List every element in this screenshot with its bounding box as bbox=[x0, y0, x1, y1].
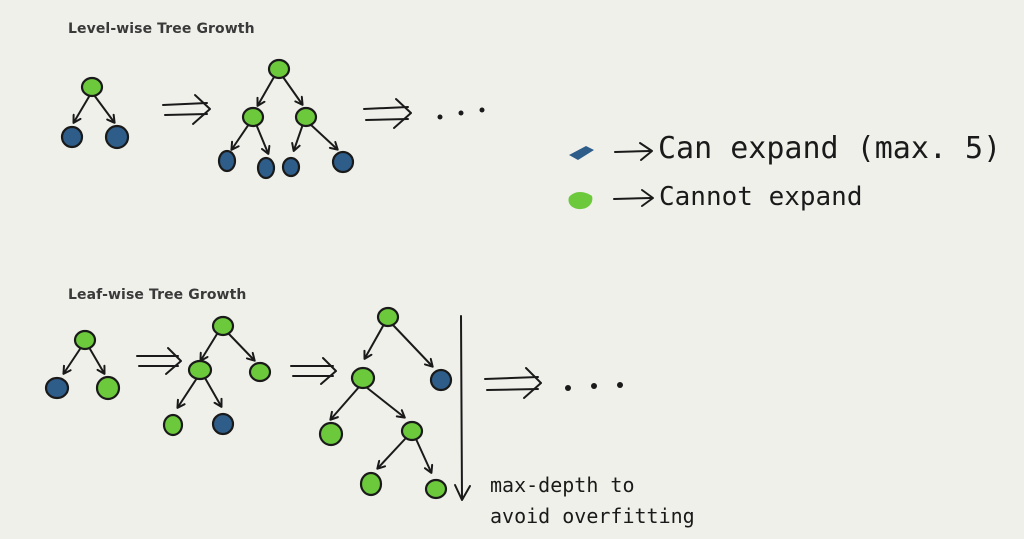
level-wise-transition-arrow-1 bbox=[162, 94, 211, 125]
tree-node-green bbox=[424, 478, 448, 500]
tree-node-green bbox=[248, 361, 272, 383]
legend-cannot-expand: Cannot expand bbox=[568, 182, 863, 212]
tree-node-green bbox=[294, 106, 318, 128]
tree-node-blue bbox=[281, 156, 301, 178]
legend-can-expand-label: Can expand (max. 5) bbox=[658, 131, 1001, 166]
tree-node-green bbox=[359, 471, 383, 497]
tree-node-blue bbox=[256, 156, 276, 180]
level-wise-transition-arrow-2 bbox=[363, 98, 412, 129]
tree-node-green bbox=[376, 306, 400, 328]
tree-node-green bbox=[211, 315, 235, 337]
max-depth-label-line1: max-depth to bbox=[490, 473, 635, 497]
leaf-wise-tree-3 bbox=[318, 306, 453, 500]
tree-node-blue bbox=[44, 376, 70, 400]
tree-node-green bbox=[95, 375, 121, 401]
leaf-wise-section: max-depth to avoid overfitting bbox=[44, 306, 695, 528]
level-wise-tree-1 bbox=[60, 76, 130, 150]
leaf-wise-tree-1 bbox=[44, 329, 121, 401]
legend-swatch-blue bbox=[569, 146, 594, 160]
legend-cannot-expand-label: Cannot expand bbox=[659, 182, 863, 212]
tree-node-green bbox=[187, 359, 213, 381]
tree-node-green bbox=[267, 58, 291, 80]
tree-node-green bbox=[318, 421, 344, 447]
max-depth-label-line2: avoid overfitting bbox=[490, 504, 695, 528]
leaf-wise-ellipsis bbox=[565, 382, 623, 391]
level-wise-title: Level-wise Tree Growth bbox=[68, 21, 255, 37]
legend: Can expand (max. 5) Cannot expand bbox=[568, 131, 1001, 212]
tree-node-blue bbox=[429, 368, 453, 392]
level-wise-tree-2 bbox=[217, 58, 355, 180]
leaf-wise-transition-arrow-2 bbox=[290, 357, 337, 385]
tree-node-blue bbox=[331, 150, 355, 174]
tree-node-green bbox=[350, 366, 376, 390]
leaf-wise-transition-arrow-3 bbox=[484, 367, 542, 399]
tree-node-blue bbox=[104, 124, 130, 150]
legend-swatch-green bbox=[568, 192, 593, 210]
tree-node-green bbox=[241, 106, 265, 128]
tree-node-green bbox=[162, 413, 184, 437]
tree-node-green bbox=[400, 420, 424, 442]
tree-node-blue bbox=[217, 149, 237, 173]
tree-node-green bbox=[80, 76, 104, 98]
tree-node-green bbox=[73, 329, 97, 351]
tree-node-blue bbox=[60, 125, 84, 149]
tree-node-blue bbox=[211, 412, 235, 436]
max-depth-annotation: max-depth to avoid overfitting bbox=[490, 473, 695, 528]
leaf-wise-transition-arrow-1 bbox=[136, 347, 182, 375]
leaf-wise-tree-2 bbox=[162, 315, 272, 437]
level-wise-ellipsis bbox=[437, 107, 485, 120]
level-wise-section bbox=[60, 58, 485, 180]
max-depth-arrow bbox=[454, 315, 471, 501]
legend-can-expand: Can expand (max. 5) bbox=[569, 131, 1001, 166]
leaf-wise-title: Leaf-wise Tree Growth bbox=[68, 287, 247, 303]
